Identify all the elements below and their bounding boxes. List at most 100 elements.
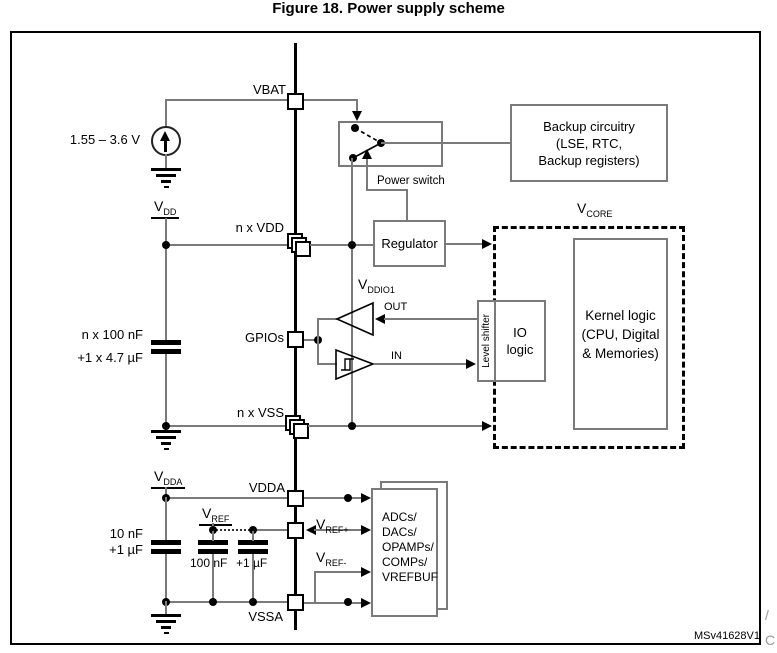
vref-rail-label: VREF xyxy=(199,505,233,527)
nxvdd-pin-stack xyxy=(295,241,311,257)
wire-vdda-down-v xyxy=(165,497,167,540)
wire-vrefm-v xyxy=(314,571,316,603)
wire-vdda-to-stack xyxy=(304,497,362,499)
vdd-rail-label: VDD xyxy=(151,198,180,220)
backup-circuitry-box: Backup circuitry (LSE, RTC, Backup regis… xyxy=(510,104,668,182)
arrow-vrefp-into-stack xyxy=(361,525,371,535)
junction-dot xyxy=(209,598,217,606)
arrow-vrefp-to-pin xyxy=(306,525,316,535)
gpios-pin xyxy=(287,331,304,348)
wire-nxvss-right-h xyxy=(308,425,483,427)
clipped-text-fragment: / xyxy=(765,607,769,623)
wire-gpio-junction-h xyxy=(304,339,318,341)
wire-gpio-down-h xyxy=(317,363,337,365)
capacitor-icon xyxy=(151,340,181,345)
ground-icon xyxy=(164,186,169,188)
analog-stack-line-3: OPAMPs/ xyxy=(382,540,434,554)
backup-line-1: Backup circuitry xyxy=(543,118,635,134)
arrow-vrefm-into-stack xyxy=(361,567,371,577)
io-logic-line-1: IO xyxy=(513,325,527,340)
vbat-pin xyxy=(287,93,304,110)
wire-vbat-top-h xyxy=(165,99,289,101)
wire-analog-gnd-h xyxy=(165,601,288,603)
wire-cap5-top-v xyxy=(252,531,254,541)
wire-vbat-to-switch-v xyxy=(356,99,358,111)
wire-vrefp-h xyxy=(314,529,362,531)
source-arrow-stem xyxy=(164,139,167,152)
arrow-out-to-buffer xyxy=(375,314,385,324)
wire-vdda-stub-v xyxy=(165,487,167,499)
source-voltage-label: 1.55 – 3.6 V xyxy=(69,132,140,147)
vref-minus-label: VREF- xyxy=(316,549,347,568)
wire-regulator-out xyxy=(444,243,483,245)
level-shifter-label: Level shifter xyxy=(481,314,492,368)
arrow-vssa-into-stack xyxy=(361,598,371,608)
backup-line-2: (LSE, RTC, xyxy=(555,135,623,151)
vref-cap2-label: +1 µF xyxy=(236,556,268,570)
wire-nxvss-left-h xyxy=(165,425,286,427)
wire-cap4-bot-v xyxy=(212,554,214,602)
wire-cap1-bottom-v xyxy=(165,354,167,426)
ground-icon xyxy=(164,632,169,634)
junction-dot xyxy=(348,241,356,249)
backup-line-3: Backup registers) xyxy=(538,152,640,168)
capacitor-icon xyxy=(198,540,228,545)
output-buffer-icon xyxy=(335,301,374,337)
analog-stack-line-1: ADCs/ xyxy=(382,510,417,524)
ground-icon xyxy=(161,442,171,445)
wire-vrefm-h xyxy=(314,571,362,573)
ground-icon xyxy=(161,626,171,629)
wire-gpio-down-v xyxy=(317,340,319,365)
wire-vdda-h xyxy=(165,497,288,499)
wire-gnd3-stub-v xyxy=(165,601,167,614)
ground-icon xyxy=(156,174,176,177)
wire-source-bottom-v xyxy=(165,154,167,168)
switch-pole-dot xyxy=(351,124,359,132)
vdd-cap-label-1: n x 100 nF xyxy=(81,327,143,342)
switch-control-arrow xyxy=(362,149,372,159)
junction-dot xyxy=(209,526,217,534)
kernel-line-1: Kernel logic xyxy=(585,307,656,323)
kernel-line-3: & Memories) xyxy=(582,345,659,361)
nxvss-pin-label: n x VSS xyxy=(237,405,284,420)
wire-gpio-up-h xyxy=(317,318,337,320)
arrow-into-vcore-top xyxy=(482,239,492,249)
capacitor-icon xyxy=(238,540,268,545)
figure-watermark: MSv41628V1 xyxy=(693,630,760,642)
wire-switch-control-v2 xyxy=(406,189,408,220)
wire-gpio-up-v xyxy=(317,318,319,340)
vdda-rail-label: VDDA xyxy=(151,468,186,490)
wire-nxvdd-right-h xyxy=(310,244,373,246)
ground-icon xyxy=(151,430,181,433)
ground-icon xyxy=(156,436,176,439)
vdda-pin xyxy=(287,490,304,507)
vssa-pin xyxy=(287,594,304,611)
wire-switch-to-backup xyxy=(381,142,510,144)
kernel-logic-box: Kernel logic (CPU, Digital & Memories) xyxy=(573,238,668,430)
wire-vdd-v xyxy=(165,218,167,340)
vssa-pin-label: VSSA xyxy=(248,609,283,624)
wire-cap5-bot-v xyxy=(252,554,254,602)
in-signal-label: IN xyxy=(391,350,402,362)
analog-stack-line-2: DACs/ xyxy=(382,525,417,539)
wire-out-h xyxy=(384,318,477,320)
arrow-into-switch xyxy=(352,111,362,121)
analog-stack-line-4: COMPs/ xyxy=(382,555,428,569)
figure-frame xyxy=(10,31,761,645)
wire-switch-control-h xyxy=(366,189,408,191)
vref-plus-pin xyxy=(287,522,304,539)
capacitor-icon xyxy=(238,549,268,554)
analog-stack-line-5: VREFBUF xyxy=(382,570,439,584)
capacitor-icon xyxy=(151,349,181,354)
wire-nxvdd-left-h xyxy=(165,244,288,246)
arrow-into-vcore-bottom xyxy=(482,421,492,431)
wire-vref-solid-h xyxy=(253,529,288,531)
ground-icon xyxy=(151,168,181,171)
capacitor-icon xyxy=(151,549,181,554)
junction-dot xyxy=(344,494,352,502)
junction-dot xyxy=(249,526,257,534)
junction-dot xyxy=(162,241,170,249)
vddio1-label: VDDIO1 xyxy=(358,276,395,295)
vbat-pin-label: VBAT xyxy=(253,82,286,97)
